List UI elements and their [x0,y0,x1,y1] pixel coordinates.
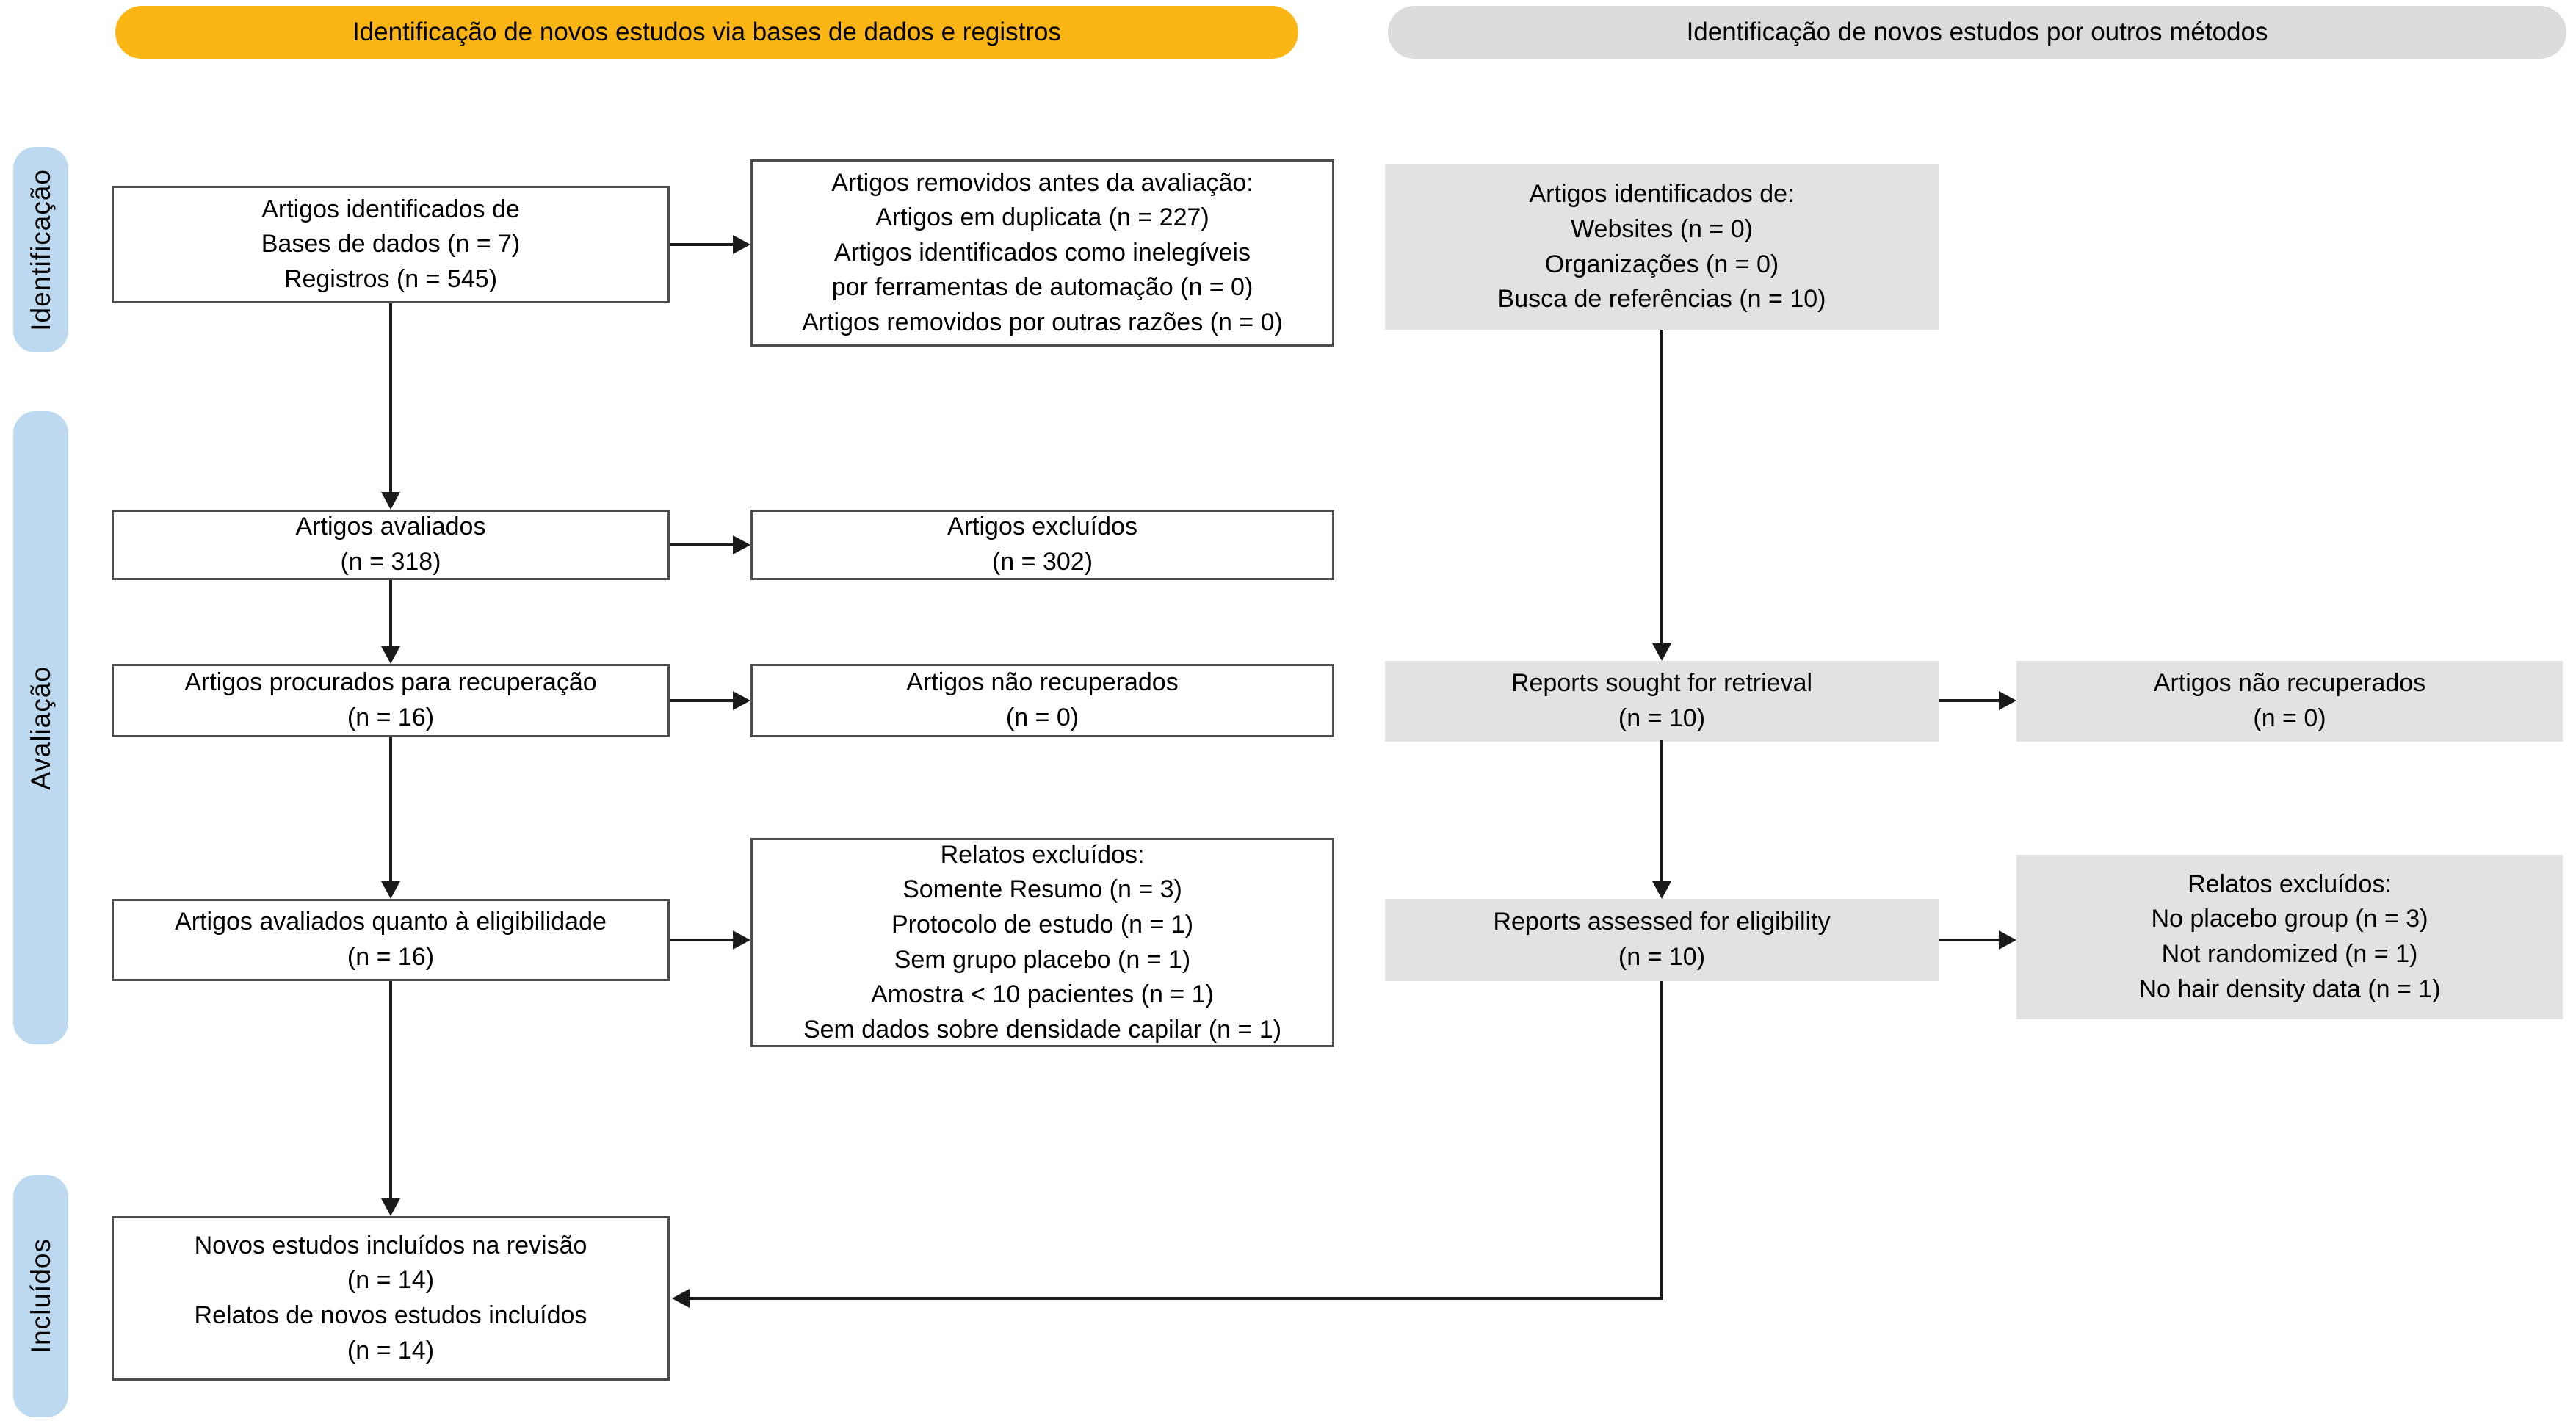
box-screened-text: Artigos avaliados(n = 318) [295,513,486,576]
stage-tab-included: Incluídos [13,1175,68,1417]
box-other-sought-retrieval-text: Reports sought for retrieval(n = 10) [1510,669,1813,732]
box-screened: Artigos avaliados(n = 318) [112,510,670,580]
header-band-other-methods-label: Identificação de novos estudos por outro… [1686,18,2268,46]
connector-othereligibility-down [1660,981,1663,1300]
box-screened-excluded-text: Artigos excluídos(n = 302) [947,513,1137,576]
box-other-identified-text: Artigos identificados de:Websites (n = 0… [1497,180,1826,314]
arrow-identified-to-removed-head-icon [733,235,750,254]
stage-tab-identification: Identificação [13,147,68,352]
arrow-otheridentified-to-sought [1660,330,1663,643]
box-other-not-retrieved: Artigos não recuperados(n = 0) [2016,661,2563,742]
arrow-eligibility-to-excluded-head-icon [733,930,750,950]
arrow-eligibility-to-included-head-icon [381,1198,400,1216]
arrow-othersought-to-notretrieved [1939,699,1999,702]
box-other-identified: Artigos identificados de:Websites (n = 0… [1385,164,1939,330]
box-not-retrieved-text: Artigos não recuperados(n = 0) [906,668,1179,731]
box-other-reports-excluded: Relatos excluídos:No placebo group (n = … [2016,855,2563,1019]
arrow-identified-to-removed [670,243,733,246]
arrow-othersought-to-notretrieved-head-icon [1999,691,2016,710]
box-reports-excluded: Relatos excluídos:Somente Resumo (n = 3)… [750,838,1334,1047]
stage-tab-identification-label: Identificação [25,168,56,331]
arrow-eligibility-to-included [389,981,392,1198]
box-sought-retrieval-text: Artigos procurados para recuperação(n = … [184,668,597,731]
arrow-sought-to-notretrieved [670,699,733,702]
box-other-assessed-eligibility-text: Reports assessed for eligibility(n = 10) [1493,908,1831,971]
header-band-databases-label: Identificação de novos estudos via bases… [352,18,1062,46]
box-other-assessed-eligibility: Reports assessed for eligibility(n = 10) [1385,899,1939,981]
header-band-other-methods: Identificação de novos estudos por outro… [1388,6,2566,59]
arrow-sought-to-eligibility-head-icon [381,881,400,899]
box-removed-before-screening-text: Artigos removidos antes da avaliação:Art… [802,168,1283,336]
box-sought-retrieval: Artigos procurados para recuperação(n = … [112,664,670,737]
stage-tab-included-label: Incluídos [25,1238,56,1354]
header-band-databases: Identificação de novos estudos via bases… [115,6,1298,59]
arrow-screened-to-excluded-head-icon [733,535,750,554]
arrow-identified-to-screened-head-icon [381,492,400,510]
box-reports-excluded-text: Relatos excluídos:Somente Resumo (n = 3)… [803,840,1282,1044]
box-other-not-retrieved-text: Artigos não recuperados(n = 0) [2153,669,2426,732]
arrow-othereligibility-to-excluded [1939,939,1999,941]
stage-tab-screening-label: Avaliação [25,665,56,790]
arrow-othereligibility-to-excluded-head-icon [1999,930,2016,950]
connector-othereligibility-to-included [690,1297,1663,1300]
arrow-sought-to-notretrieved-head-icon [733,691,750,710]
arrow-othersought-to-eligibility [1660,740,1663,881]
connector-othereligibility-to-included-head-icon [672,1289,690,1308]
box-not-retrieved: Artigos não recuperados(n = 0) [750,664,1334,737]
box-assessed-eligibility-text: Artigos avaliados quanto à eligibilidade… [175,908,607,971]
box-included-studies-text: Novos estudos incluídos na revisão(n = 1… [194,1231,587,1364]
box-other-reports-excluded-text: Relatos excluídos:No placebo group (n = … [2138,869,2441,1003]
arrow-eligibility-to-excluded [670,939,733,941]
arrow-screened-to-excluded [670,543,733,546]
stage-tab-screening: Avaliação [13,411,68,1044]
arrow-sought-to-eligibility [389,737,392,881]
arrow-otheridentified-to-sought-head-icon [1652,643,1671,661]
arrow-identified-to-screened [389,303,392,492]
box-removed-before-screening: Artigos removidos antes da avaliação:Art… [750,159,1334,347]
arrow-screened-to-sought-head-icon [381,646,400,664]
arrow-othersought-to-eligibility-head-icon [1652,881,1671,899]
box-screened-excluded: Artigos excluídos(n = 302) [750,510,1334,580]
box-assessed-eligibility: Artigos avaliados quanto à eligibilidade… [112,899,670,981]
box-included-studies: Novos estudos incluídos na revisão(n = 1… [112,1216,670,1381]
box-other-sought-retrieval: Reports sought for retrieval(n = 10) [1385,661,1939,742]
arrow-screened-to-sought [389,580,392,646]
